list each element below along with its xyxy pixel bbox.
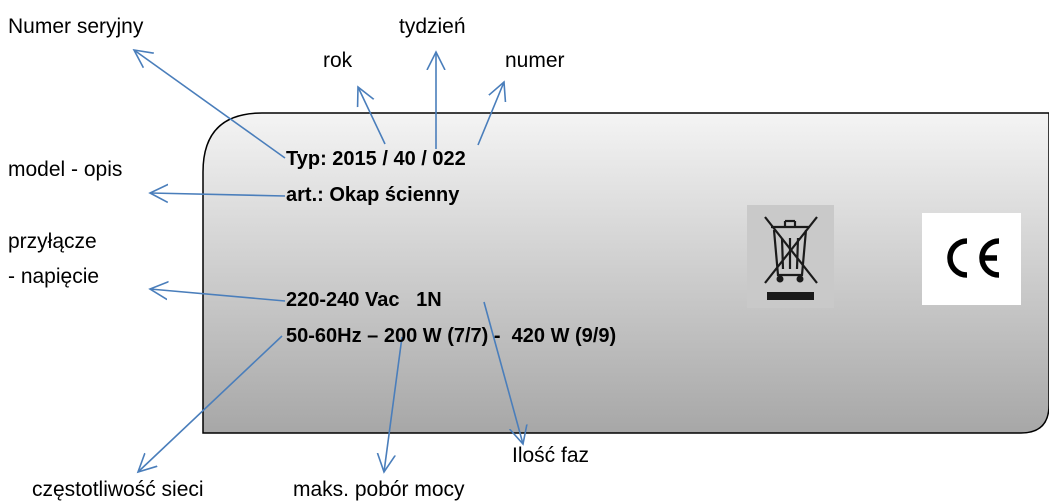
ce-mark	[922, 213, 1021, 305]
arrow-phase-count	[483, 301, 523, 444]
arrow-serial-number	[134, 50, 286, 159]
label-week: tydzień	[399, 15, 466, 38]
label-connection-line1: przyłącze	[8, 230, 97, 253]
label-number: numer	[505, 49, 565, 72]
label-frequency: częstotliwość sieci	[32, 478, 204, 501]
arrow-frequency	[138, 335, 283, 472]
plate-type-line: Typ: 2015 / 40 / 022	[286, 148, 466, 170]
plate-power-line: 50-60Hz – 200 W (7/7) - 420 W (9/9)	[286, 325, 617, 347]
weee-symbol	[747, 205, 834, 308]
arrow-connection-voltage	[150, 289, 286, 302]
label-connection-line2: - napięcie	[8, 265, 100, 288]
arrow-year	[358, 87, 386, 145]
label-year: rok	[323, 49, 353, 72]
arrow-max-power	[384, 336, 403, 472]
crossed-out-wheelie-bin-icon	[764, 216, 818, 300]
label-serial-number: Numer seryjny	[8, 15, 144, 38]
arrow-number	[477, 82, 504, 146]
label-model: model - opis	[8, 158, 123, 181]
ce-mark-icon	[947, 238, 1000, 278]
label-max-power: maks. pobór mocy	[293, 478, 465, 501]
arrow-model	[150, 193, 286, 196]
plate-article-line: art.: Okap ścienny	[286, 184, 460, 206]
label-phase-count: Ilość faz	[512, 444, 590, 467]
plate-voltage-line: 220-240 Vac 1N	[286, 289, 442, 311]
